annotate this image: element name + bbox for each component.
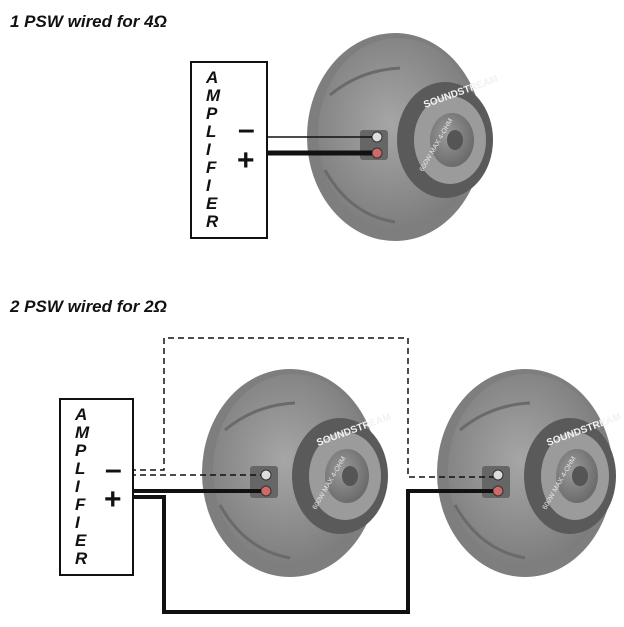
amp-letter: P	[75, 441, 87, 460]
amp-letter: E	[75, 531, 87, 550]
amp-letter: I	[75, 477, 80, 496]
amp-letter: I	[206, 176, 211, 195]
amp-letter: I	[206, 140, 211, 159]
amplifier-1-label: A M P L I F I E R	[206, 69, 220, 231]
amplifier-1-positive-terminal: +	[237, 144, 255, 177]
amp-letter: I	[75, 513, 80, 532]
amp-letter: P	[206, 104, 218, 123]
amp-letter: M	[206, 86, 221, 105]
amp-letter: F	[75, 495, 86, 514]
wire-2-positive-bridge	[130, 489, 493, 614]
speaker-1-terminal-positive	[371, 147, 383, 159]
amp-letter: R	[75, 549, 88, 568]
speaker-2-terminal-positive	[260, 485, 272, 497]
amp-letter: L	[75, 459, 86, 478]
diagram-1-title: 1 PSW wired for 4Ω	[10, 12, 167, 31]
amp-letter: E	[206, 194, 218, 213]
amplifier-2-positive-terminal: +	[104, 483, 122, 516]
amplifier-2-label: A M P L I F I E R	[75, 406, 89, 568]
amp-letter: L	[206, 122, 217, 141]
amplifier-1: A M P L I F I E R – +	[190, 61, 268, 239]
amplifier-1-negative-terminal: –	[238, 113, 255, 146]
wire-2-negative-bridge	[130, 337, 493, 478]
amplifier-2-negative-terminal: –	[105, 453, 122, 486]
speaker-2: SOUNDSTREAM 600W MAX 4-OHM	[202, 369, 393, 577]
speaker-3: SOUNDSTREAM 600W MAX 4-OHM	[437, 369, 623, 577]
diagram-2-title: 2 PSW wired for 2Ω	[10, 297, 167, 316]
amplifier-2: A M P L I F I E R – +	[59, 398, 134, 576]
amp-letter: M	[75, 423, 90, 442]
amp-letter: A	[75, 405, 88, 424]
amp-letter: R	[206, 212, 219, 231]
amp-letter: F	[206, 158, 217, 177]
speaker-3-terminal-positive	[492, 485, 504, 497]
speaker-3-terminal-negative	[492, 469, 504, 481]
amp-letter: A	[206, 68, 219, 87]
speaker-1-terminal-negative	[371, 131, 383, 143]
speaker-2-terminal-negative	[260, 469, 272, 481]
